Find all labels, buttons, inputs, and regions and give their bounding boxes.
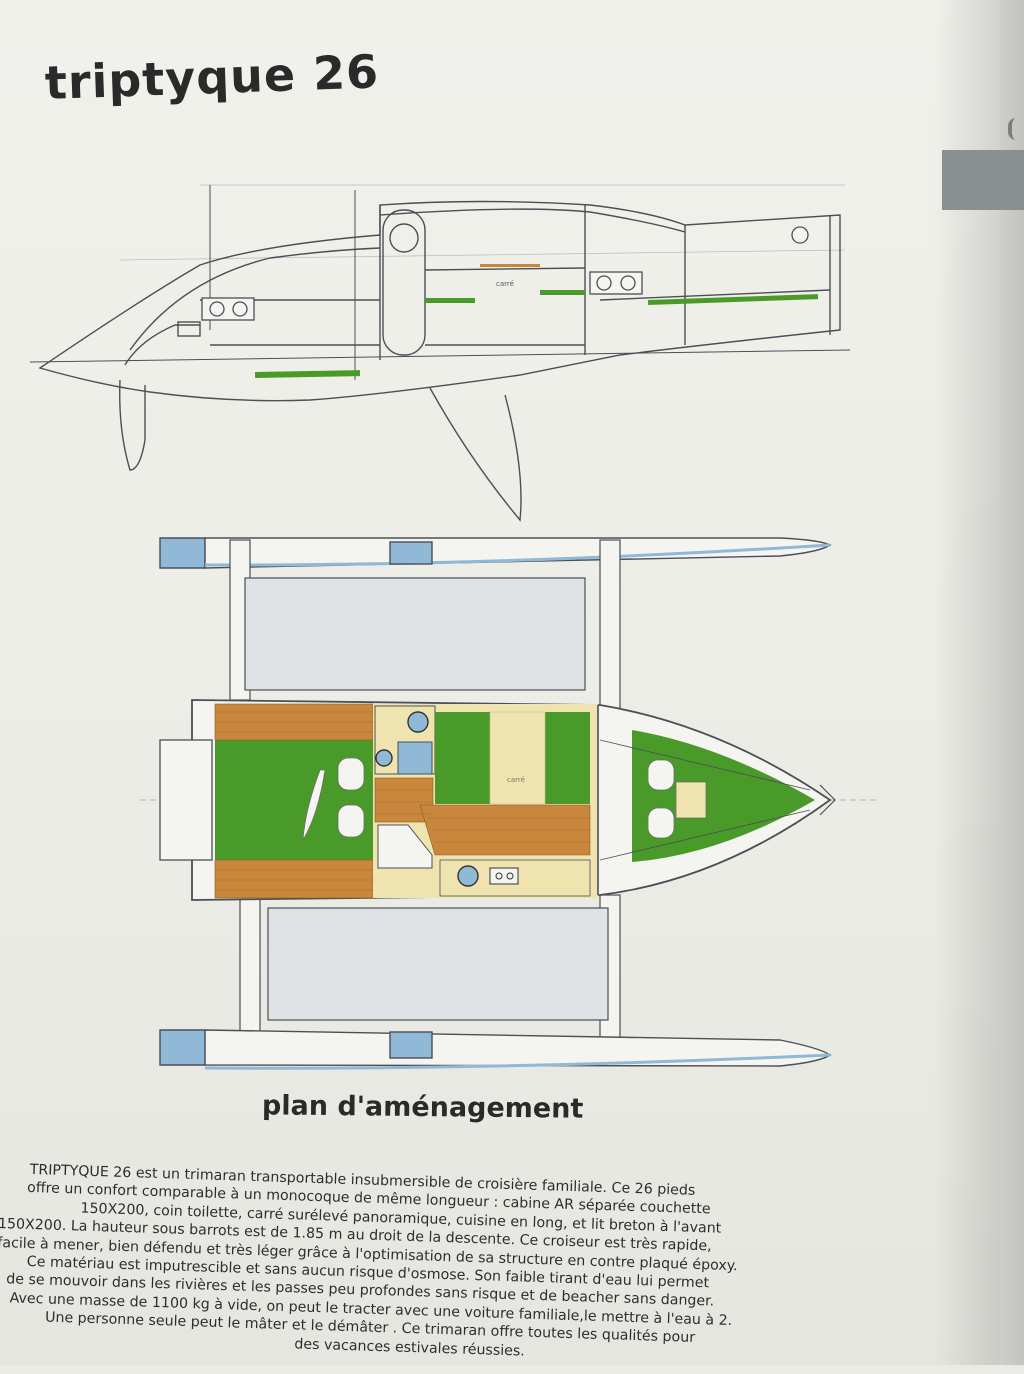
- adjacent-page-icon: [1008, 118, 1024, 140]
- top-float: [159, 537, 832, 569]
- page-edge-shadow: [934, 0, 1024, 1365]
- adjacent-page-graphic: [942, 150, 1024, 210]
- bottom-float: [159, 1029, 832, 1070]
- main-hull-plan: carré: [159, 699, 836, 901]
- plan-caption: plan d'aménagement: [261, 1090, 584, 1125]
- description-text: TRIPTYQUE 26 est un trimaran transportab…: [0, 1160, 960, 1374]
- side-carre-label: carré: [496, 280, 514, 288]
- plan-carre-label: carré: [507, 776, 525, 784]
